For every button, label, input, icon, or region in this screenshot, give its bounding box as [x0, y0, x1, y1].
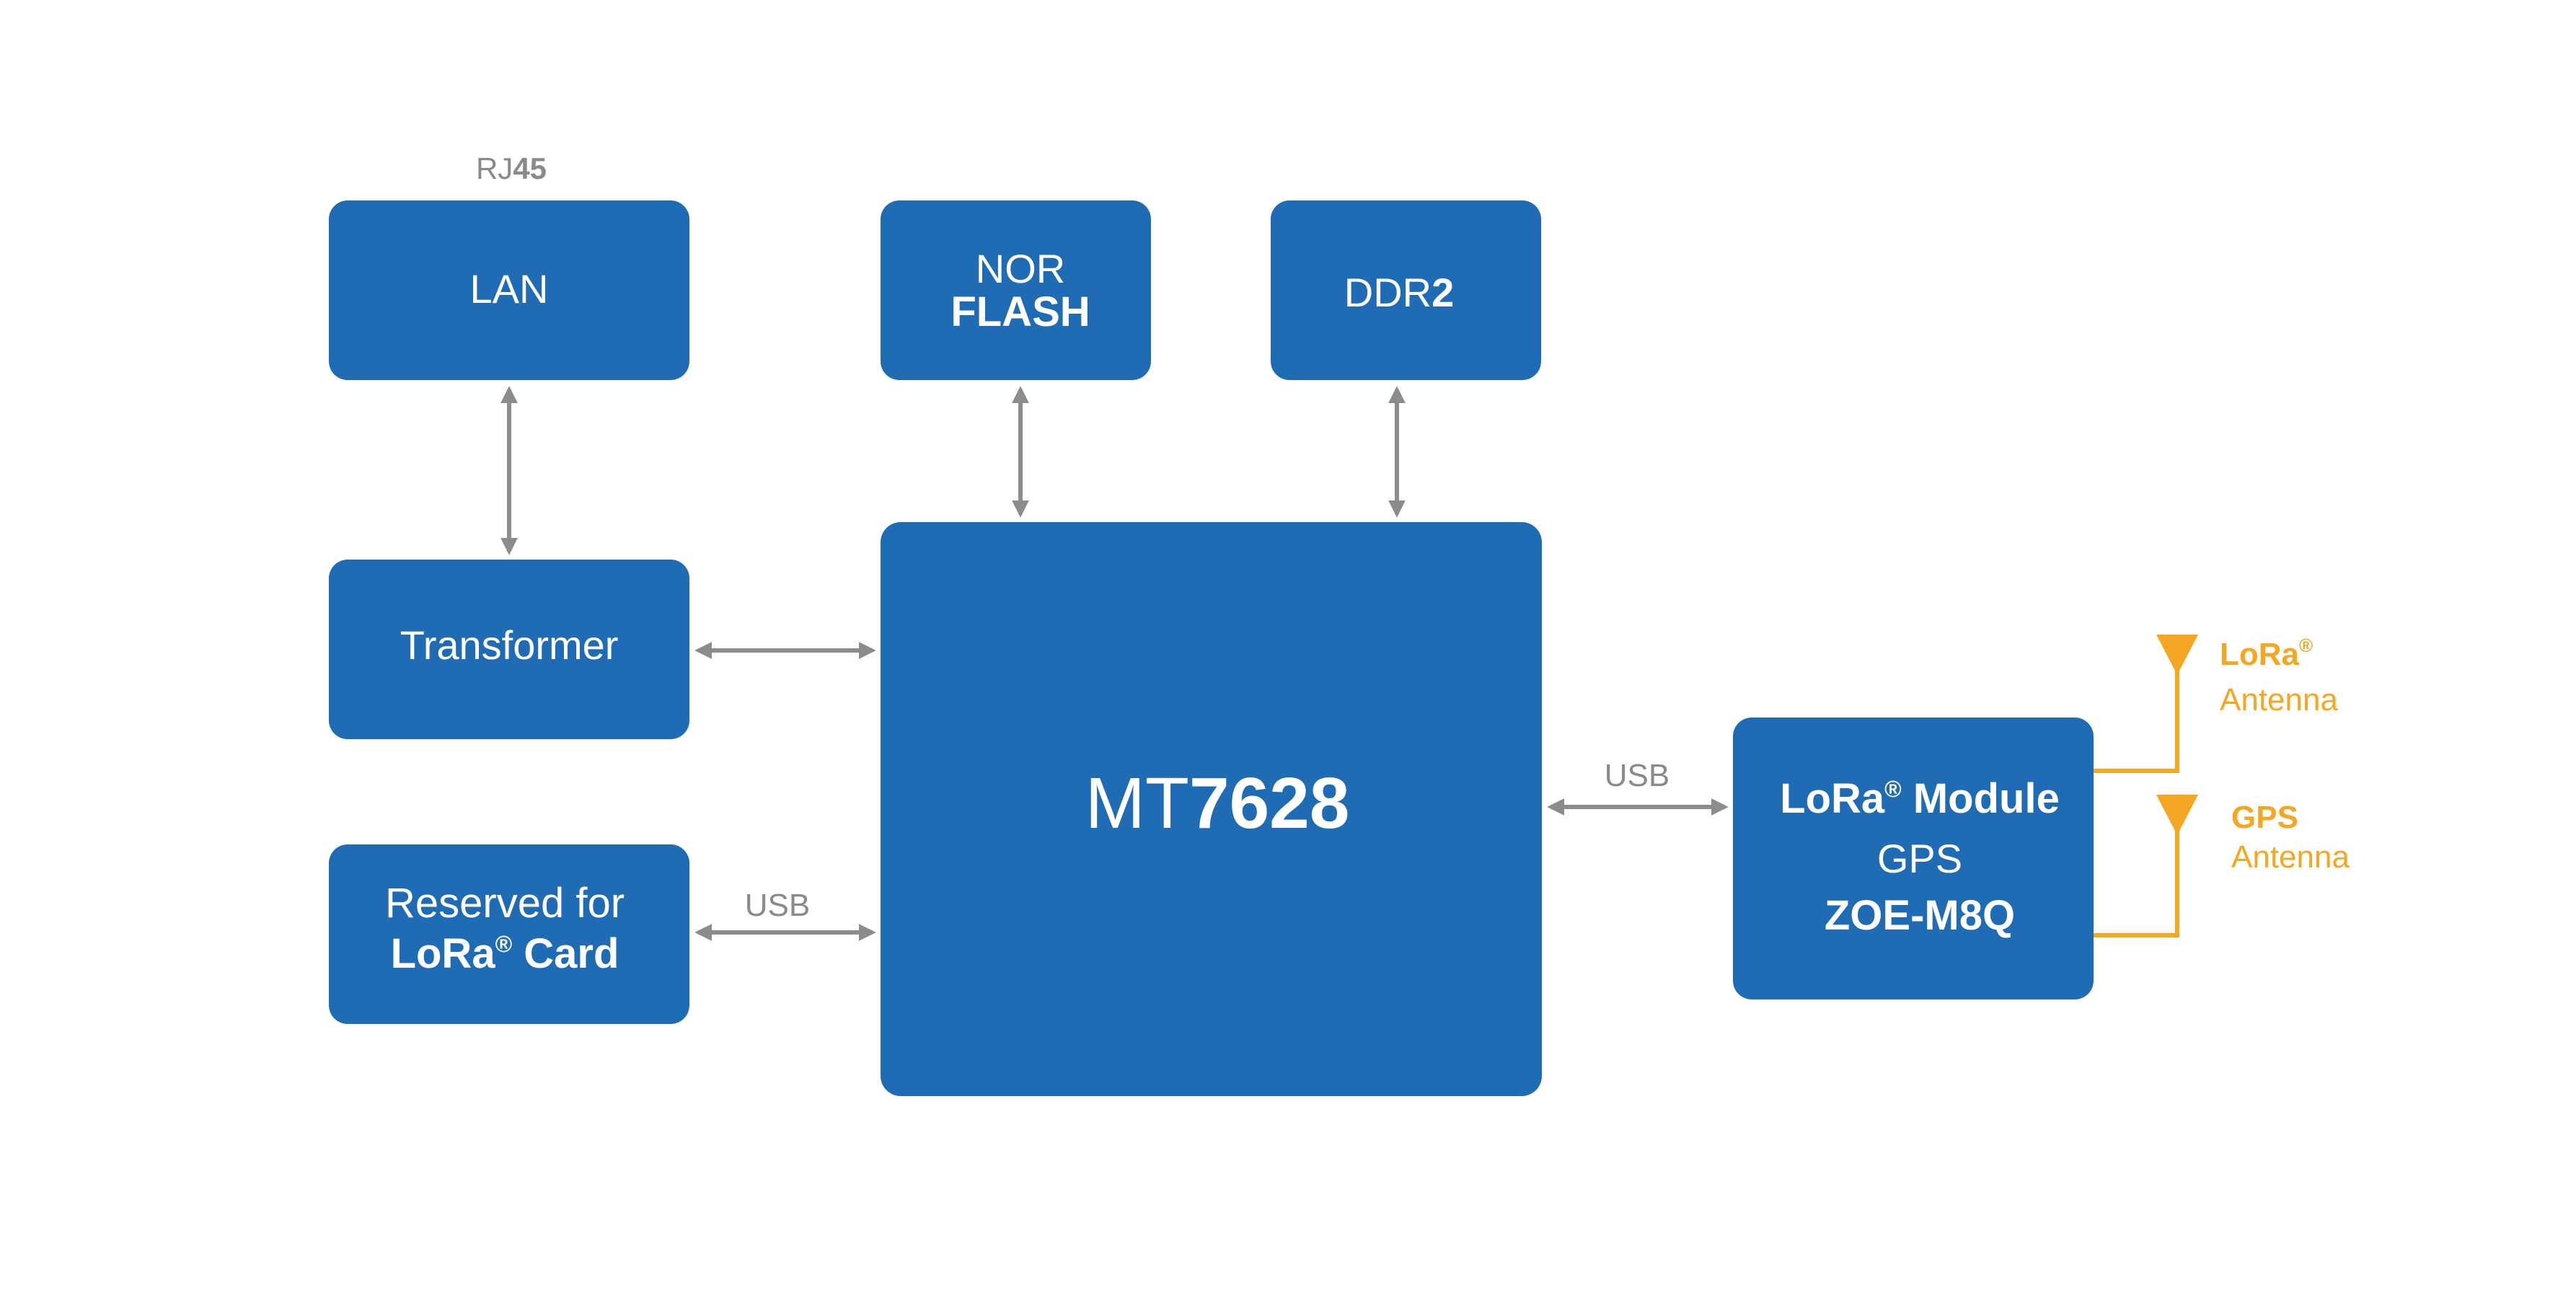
mt7628-label: MT7628 [1085, 763, 1350, 844]
transformer-label: Transformer [400, 622, 619, 668]
lora-antenna-icon [2156, 635, 2198, 675]
reserved-line2: LoRa® Card [391, 930, 619, 977]
usb-right-label: USB [1605, 758, 1669, 793]
lora-module-block: LoRa® Module GPS ZOE-M8Q [1733, 718, 2094, 999]
ddr2-block: DDR2 [1271, 200, 1541, 380]
lora-module-line3: ZOE-M8Q [1825, 892, 2015, 939]
nor-flash-block: NOR FLASH [881, 200, 1151, 380]
gps-antenna-line1: GPS [2231, 800, 2298, 835]
lora-antenna-line1: LoRa® [2220, 635, 2313, 672]
nor-flash-line1: NOR [976, 246, 1065, 291]
rj45-label: RJ45 [476, 151, 547, 185]
gps-antenna: GPS Antenna [2094, 795, 2350, 937]
nor-flash-line2: FLASH [950, 288, 1090, 335]
lan-label: LAN [470, 266, 549, 312]
lora-module-line2: GPS [1877, 836, 1962, 881]
reserved-line1: Reserved for [385, 880, 625, 927]
gps-antenna-icon [2156, 795, 2198, 835]
transformer-block: Transformer [329, 560, 689, 739]
lan-block: LAN [329, 200, 689, 380]
lora-antenna: LoRa® Antenna [2094, 635, 2338, 773]
gps-antenna-line2: Antenna [2231, 839, 2350, 875]
ddr2-label: DDR2 [1344, 270, 1454, 315]
lora-module-line1: LoRa® Module [1780, 775, 2060, 822]
lora-antenna-line2: Antenna [2220, 682, 2338, 718]
usb-left-label: USB [745, 888, 810, 923]
mt7628-block: MT7628 [881, 522, 1542, 1096]
reserved-lora-card-block: Reserved for LoRa® Card [329, 844, 689, 1024]
